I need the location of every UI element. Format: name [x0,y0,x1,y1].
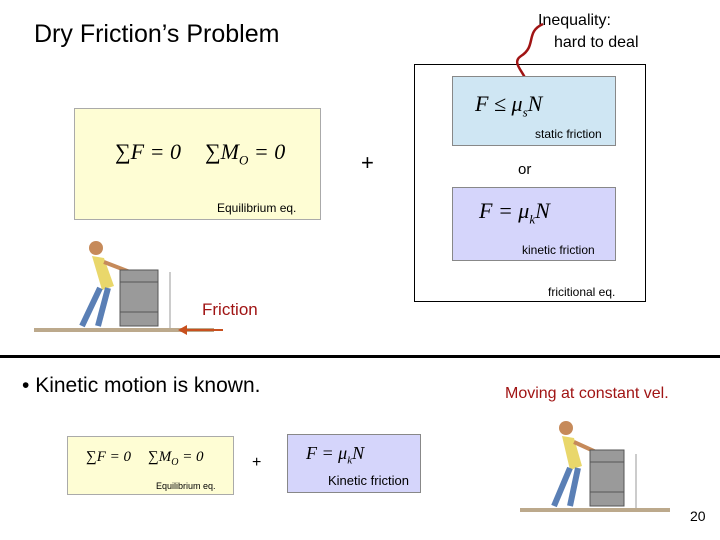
slide-title: Dry Friction’s Problem [34,20,280,48]
sum-f-equation: ∑F = 0 [115,139,181,164]
static-eq-subscript: s [522,104,528,120]
static-eq-rhs: N [527,91,543,116]
kinetic-eq-rhs: N [535,198,550,223]
sum-m-symbol: ∑M [205,139,240,164]
bottom-kinetic-eq-lhs: F = μ [306,443,348,463]
page-number: 20 [690,508,706,524]
section-divider [0,355,720,358]
bottom-kinetic-friction-box: F = μkN Kinetic friction [287,434,421,493]
bottom-kinetic-eq-rhs: N [352,443,365,463]
bottom-plus-sign: + [252,454,262,471]
kinetic-friction-label: kinetic friction [522,243,595,257]
kinetic-eq-subscript: k [529,211,536,227]
bottom-kinetic-label: Kinetic friction [328,473,409,488]
bottom-kinetic-eq-subscript: k [347,454,353,467]
inequality-note-line1: Inequality: [538,12,611,29]
static-eq-lhs: F ≤ μ [475,91,523,116]
sum-m-rhs: = 0 [248,139,286,164]
friction-arrow-icon [178,325,187,335]
equilibrium-label: Equilibrium eq. [217,201,297,215]
bottom-sum-m-rhs: = 0 [178,449,204,465]
moving-constant-velocity-text: Moving at constant vel. [505,385,669,402]
friction-label: Friction [202,300,258,319]
man-pushing-barrel-illustration-bottom [520,421,670,512]
bullet-item: • Kinetic motion is known. [22,374,261,397]
inequality-note: Inequality: hard to deal [538,10,639,54]
plus-sign: + [361,150,374,175]
frictional-eq-label: fricitional eq. [548,285,616,299]
or-text: or [518,161,532,178]
static-friction-label: static friction [535,127,602,141]
bottom-kinetic-equation: F = μkN [306,443,364,467]
bottom-sum-m-subscript: O [171,457,179,468]
kinetic-friction-equation: F = μkN [479,198,550,227]
kinetic-friction-box: F = μkN kinetic friction [452,187,616,261]
bottom-sum-m-symbol: ∑M [148,449,172,465]
man-pushing-barrel-illustration [34,241,214,332]
friction-arrow-shaft [183,329,223,331]
bottom-equilibrium-label: Equilibrium eq. [156,481,216,491]
equilibrium-box: ∑F = 0 ∑MO = 0 Equilibrium eq. [74,108,321,220]
kinetic-eq-lhs: F = μ [479,198,530,223]
sum-m-equation: ∑MO = 0 [205,139,285,168]
static-friction-box: F ≤ μsN static friction [452,76,616,146]
bottom-sum-f-equation: ∑F = 0 [86,449,131,465]
inequality-note-line2: hard to deal [554,34,639,51]
bullet-text: Kinetic motion is known. [35,374,261,397]
sum-m-subscript: O [239,152,249,168]
bottom-sum-m-equation: ∑MO = 0 [148,449,204,468]
static-friction-equation: F ≤ μsN [475,91,542,120]
bottom-equilibrium-box: ∑F = 0 ∑MO = 0 Equilibrium eq. [67,436,234,495]
